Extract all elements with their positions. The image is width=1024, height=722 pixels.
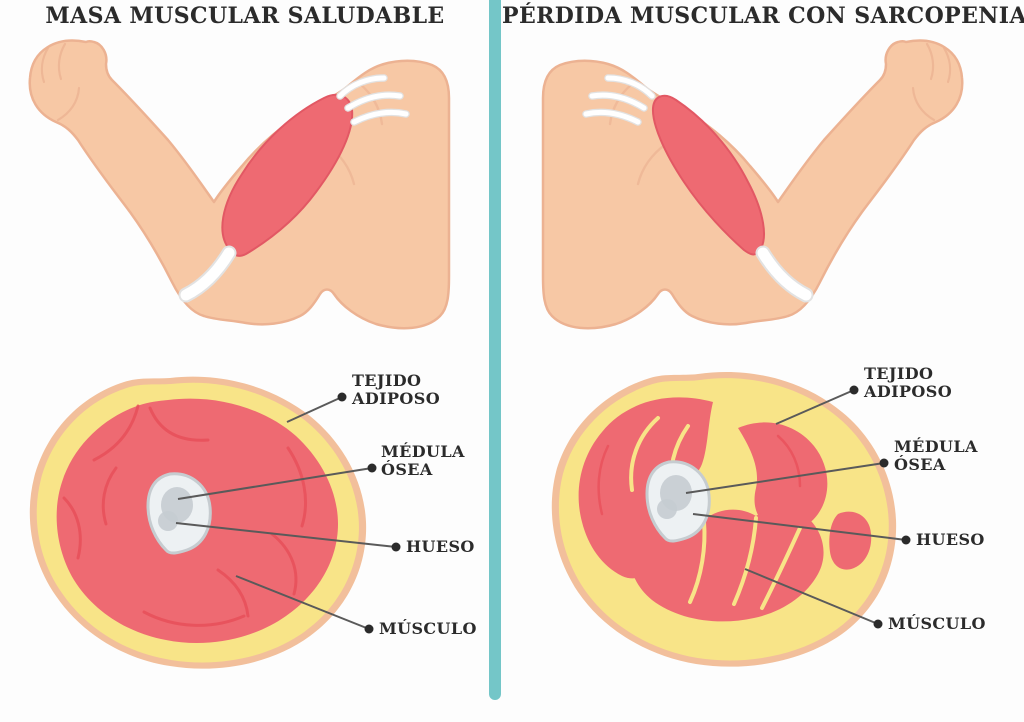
label-dot bbox=[849, 385, 859, 395]
label-medula-osea-left: MÉDULA ÓSEA bbox=[381, 443, 465, 479]
muscle-crease-lines bbox=[62, 404, 308, 627]
connector-medula-osea bbox=[177, 467, 373, 500]
label-medula-osea-right: MÉDULA ÓSEA bbox=[894, 438, 978, 474]
connector-musculo bbox=[235, 575, 370, 630]
label-line: MÉDULA bbox=[381, 442, 465, 461]
sarcopenic-arm-illustration bbox=[541, 39, 964, 330]
label-line: MÚSCULO bbox=[888, 614, 986, 633]
left-panel-title: MASA MUSCULAR SALUDABLE bbox=[45, 3, 445, 29]
connector-hueso bbox=[175, 522, 397, 548]
right-section-connectors bbox=[685, 389, 907, 625]
connector-tejido-adiposo bbox=[286, 396, 343, 423]
label-line: ADIPOSO bbox=[864, 382, 953, 401]
label-dot bbox=[901, 535, 911, 545]
label-musculo-right: MÚSCULO bbox=[888, 615, 986, 633]
connector-tejido-adiposo bbox=[775, 389, 855, 425]
label-dot bbox=[879, 458, 889, 468]
sarcopenic-biceps-muscle bbox=[651, 94, 765, 256]
center-divider bbox=[489, 0, 501, 700]
label-tejido-adiposo-left: TEJIDO ADIPOSO bbox=[352, 372, 440, 408]
label-line: HUESO bbox=[406, 537, 475, 556]
label-line: MÉDULA bbox=[894, 437, 978, 456]
bone-with-marrow bbox=[146, 472, 212, 555]
label-dot bbox=[391, 542, 401, 552]
label-dot bbox=[367, 463, 377, 473]
muscle-crease-lines bbox=[597, 434, 802, 516]
label-dot bbox=[364, 624, 374, 634]
label-line: TEJIDO bbox=[864, 364, 934, 383]
healthy-biceps-muscle bbox=[221, 93, 354, 257]
healthy-arm-illustration bbox=[28, 39, 451, 330]
right-section-label-dots bbox=[849, 385, 911, 629]
label-line: ÓSEA bbox=[894, 455, 946, 474]
connector-musculo bbox=[744, 568, 879, 625]
bone-with-marrow bbox=[645, 460, 711, 543]
label-hueso-left: HUESO bbox=[406, 538, 475, 556]
label-line: MÚSCULO bbox=[379, 619, 477, 638]
sarcopenic-cross-section bbox=[551, 371, 897, 667]
label-line: ÓSEA bbox=[381, 460, 433, 479]
label-dot bbox=[337, 392, 347, 402]
label-hueso-right: HUESO bbox=[916, 531, 985, 549]
label-line: ADIPOSO bbox=[352, 389, 441, 408]
connector-hueso bbox=[692, 513, 907, 541]
label-line: HUESO bbox=[916, 530, 985, 549]
connector-medula-osea bbox=[685, 462, 885, 494]
left-section-connectors bbox=[175, 396, 397, 630]
right-panel-title: PÉRDIDA MUSCULAR CON SARCOPENIA bbox=[502, 3, 1024, 29]
label-tejido-adiposo-right: TEJIDO ADIPOSO bbox=[864, 365, 952, 401]
left-section-label-dots bbox=[337, 392, 401, 634]
label-line: TEJIDO bbox=[352, 371, 422, 390]
healthy-cross-section bbox=[29, 376, 367, 669]
fat-crease-lines bbox=[629, 416, 802, 610]
label-musculo-left: MÚSCULO bbox=[379, 620, 477, 638]
label-dot bbox=[873, 619, 883, 629]
